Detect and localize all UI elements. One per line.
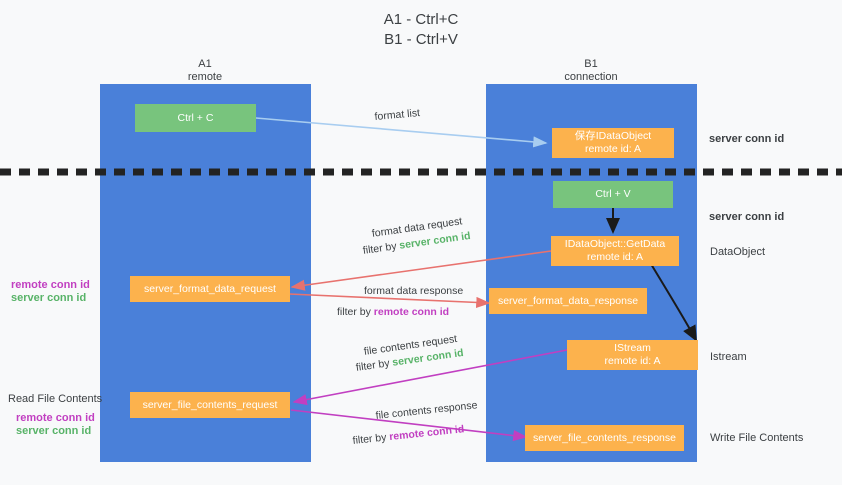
box-server-file-contents-response-label: server_file_contents_response xyxy=(532,431,676,444)
page-title: A1 - Ctrl+C B1 - Ctrl+V xyxy=(0,10,842,50)
edge-label-format-data-response: format data response xyxy=(364,285,464,297)
box-server-format-data-request[interactable]: server_format_data_request xyxy=(130,276,290,302)
box-server-format-data-response[interactable]: server_format_data_response xyxy=(489,288,647,314)
box-ctrl-c[interactable]: Ctrl + C xyxy=(135,104,256,132)
title-line-2: B1 - Ctrl+V xyxy=(384,31,458,48)
edge-label-format-list: format list xyxy=(374,107,421,123)
box-server-file-contents-request[interactable]: server_file_contents_request xyxy=(130,392,290,418)
filter-prefix-2: filter by xyxy=(337,306,374,318)
left-label-remote-conn-id-1: remote conn id xyxy=(11,279,90,291)
box-server-format-data-response-label: server_format_data_response xyxy=(497,294,639,307)
box-istream-line2: remote id: A xyxy=(604,355,661,367)
title-line-1: A1 - Ctrl+C xyxy=(383,11,459,28)
column-b1-name: B1 xyxy=(584,58,598,70)
left-label-server-conn-id-1: server conn id xyxy=(11,292,87,304)
left-label-read-file-contents: Read File Contents xyxy=(8,393,103,405)
edge-label-filter-by-remote-conn-id-1: filter by remote conn id xyxy=(337,305,449,319)
box-server-file-contents-response[interactable]: server_file_contents_response xyxy=(525,425,684,451)
right-label-write-file-contents: Write File Contents xyxy=(710,432,804,444)
box-istream-line1: IStream xyxy=(614,342,651,354)
box-ctrl-c-label: Ctrl + C xyxy=(177,111,214,124)
filter-prefix-4: filter by xyxy=(352,431,390,447)
box-istream[interactable]: IStream remote id: A xyxy=(567,340,698,370)
left-label-server-conn-id-2: server conn id xyxy=(16,425,92,437)
column-header-b1: B1 connection xyxy=(486,58,696,84)
box-idataobject-getdata-line2: remote id: A xyxy=(586,251,644,263)
filter-prefix-3: filter by xyxy=(355,356,394,374)
box-save-idataobject-line1: 保存IDataObject xyxy=(574,130,652,142)
box-save-idataobject[interactable]: 保存IDataObject remote id: A xyxy=(552,128,674,158)
right-label-dataobject: DataObject xyxy=(710,246,766,258)
right-label-istream: Istream xyxy=(710,351,747,363)
edge-label-filter-by-remote-conn-id-2: filter by remote conn id xyxy=(352,422,465,448)
column-a1-sub: remote xyxy=(187,71,223,83)
filter-prefix-1: filter by xyxy=(362,239,401,257)
box-save-idataobject-line2: remote id: A xyxy=(584,143,642,155)
right-label-server-conn-id-mid: server conn id xyxy=(709,211,785,223)
column-header-a1: A1 remote xyxy=(100,58,310,84)
box-ctrl-v[interactable]: Ctrl + V xyxy=(553,181,673,208)
edge-label-file-contents-response: file contents response xyxy=(375,399,478,422)
box-server-format-data-request-label: server_format_data_request xyxy=(144,282,276,295)
box-idataobject-getdata[interactable]: IDataObject::GetData remote id: A xyxy=(551,236,679,266)
filter-value-remote-conn-id-1: remote conn id xyxy=(373,306,450,318)
box-server-file-contents-request-label: server_file_contents_request xyxy=(142,398,278,411)
right-label-server-conn-id-top: server conn id xyxy=(709,133,785,145)
filter-value-remote-conn-id-2: remote conn id xyxy=(388,423,465,444)
box-ctrl-v-label: Ctrl + V xyxy=(595,188,631,200)
column-b1-sub: connection xyxy=(564,71,618,83)
box-idataobject-getdata-line1: IDataObject::GetData xyxy=(564,238,666,250)
left-label-remote-conn-id-2: remote conn id xyxy=(16,412,95,424)
column-a1-name: A1 xyxy=(198,58,212,70)
